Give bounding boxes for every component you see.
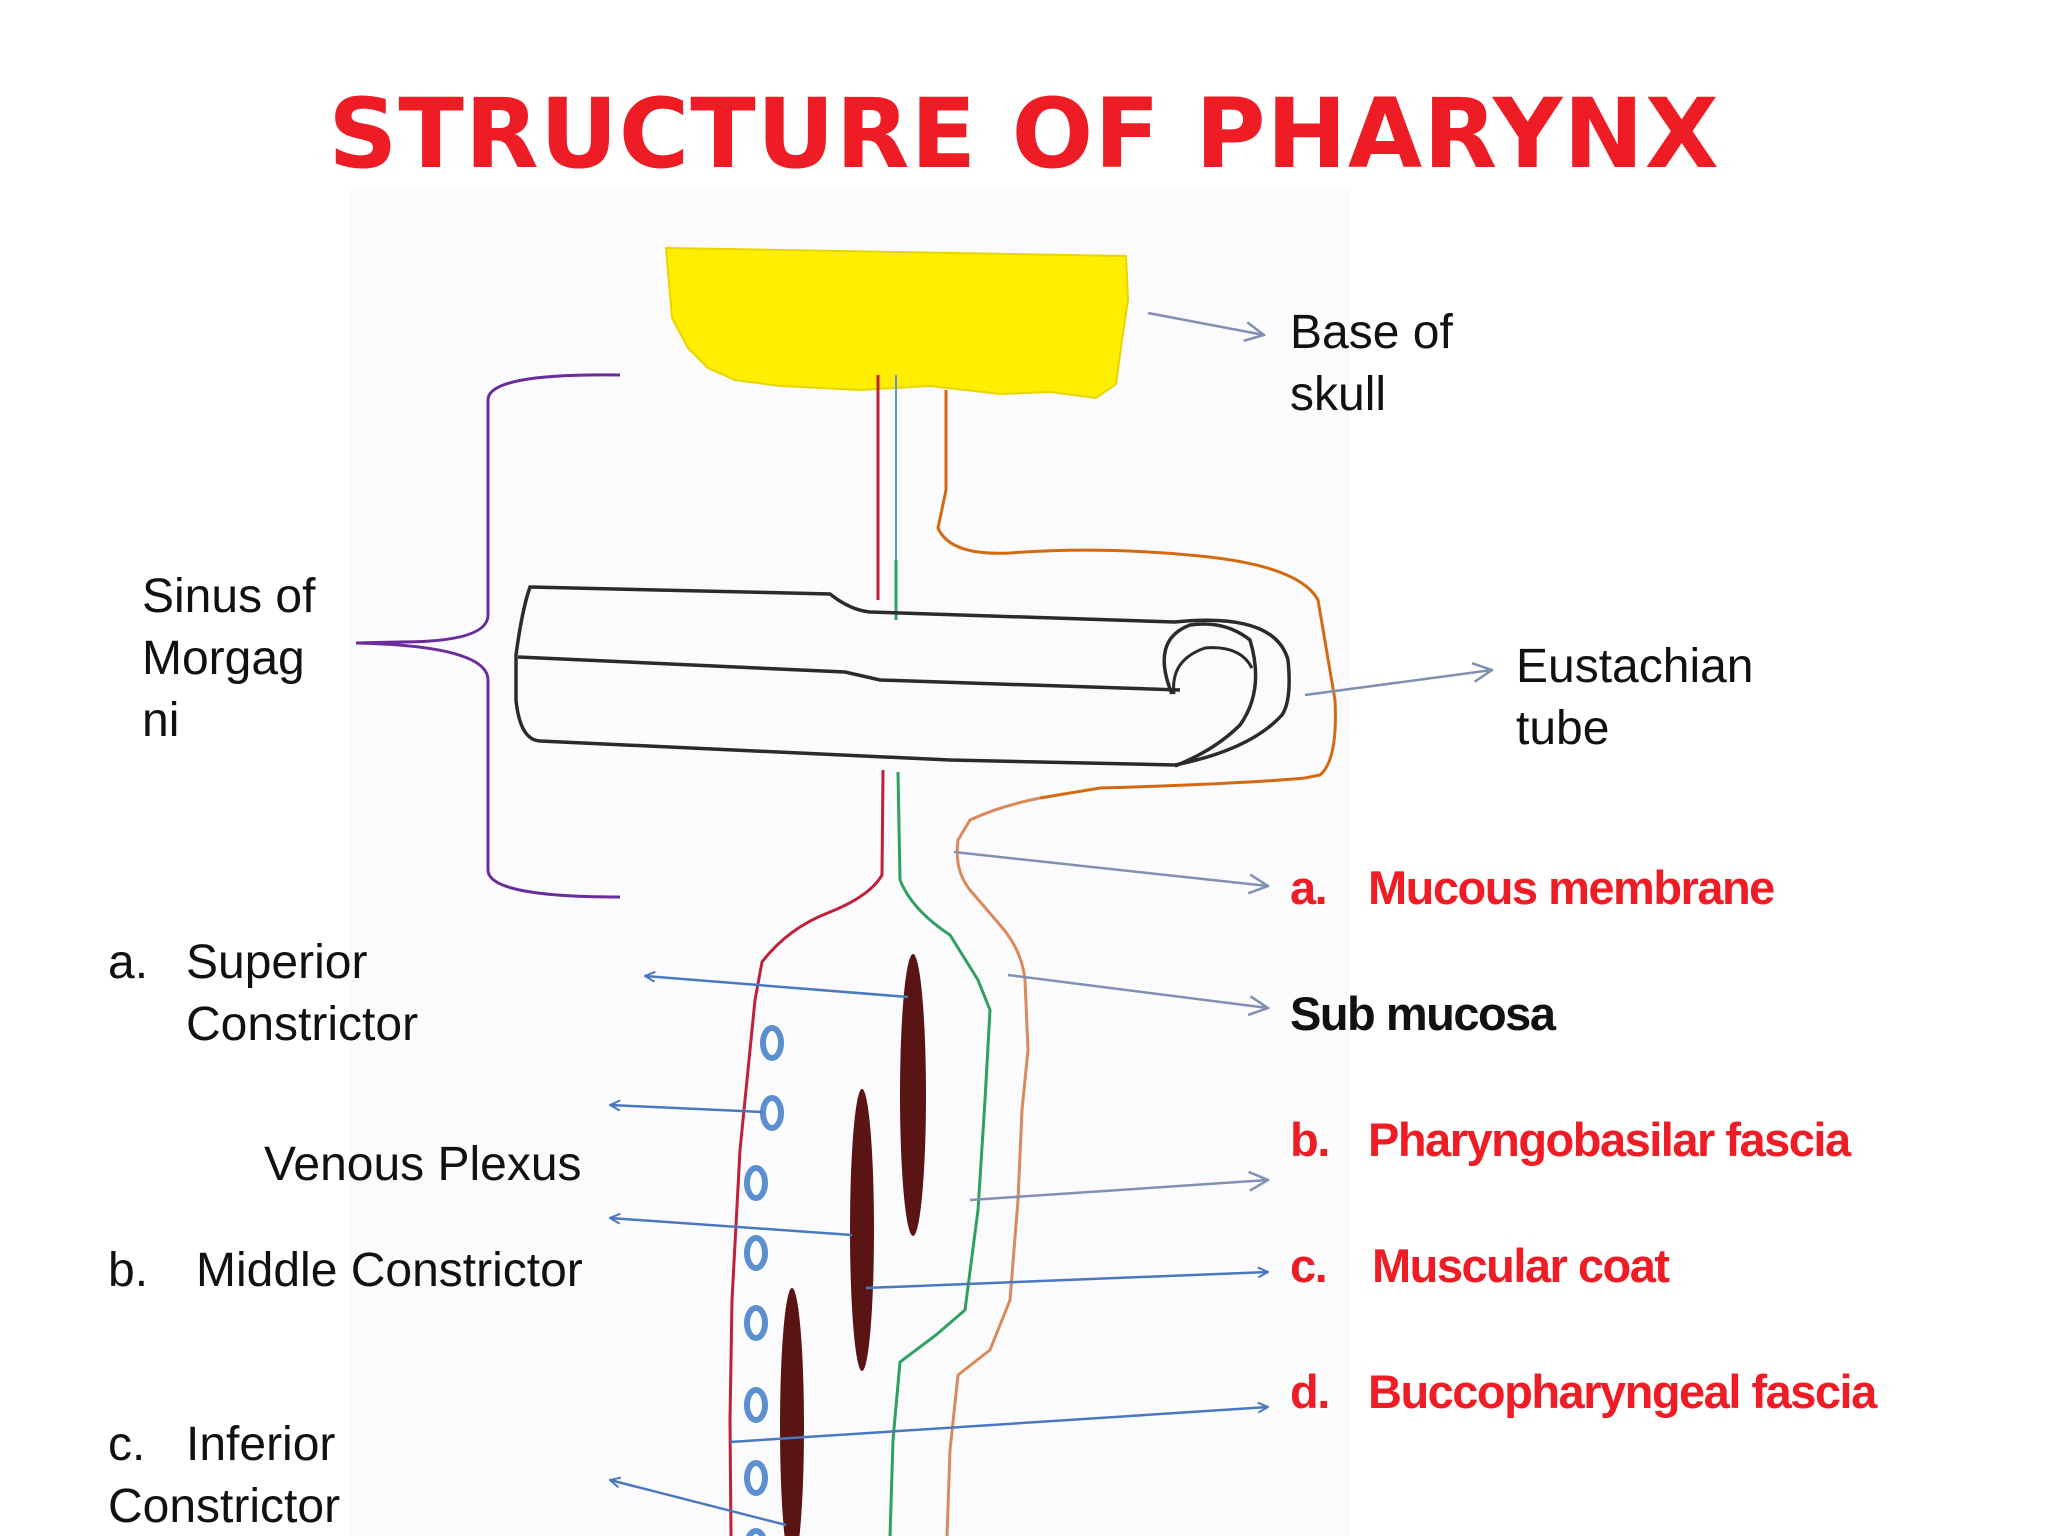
middle-constrictor-muscle bbox=[850, 1089, 874, 1371]
layer-muscular-coat: c.Muscular coat bbox=[1290, 1239, 1670, 1292]
left-arrows bbox=[610, 976, 909, 1527]
superior-constrictor-label: a.Superior Constrictor bbox=[108, 936, 419, 1051]
orange-line bbox=[936, 390, 1337, 800]
green-line-lower bbox=[888, 771, 992, 1536]
mucosa-line bbox=[945, 796, 1041, 1536]
sinus-bracket bbox=[355, 373, 621, 899]
layer-pharyngobasilar-fascia: b.Pharyngobasilar fascia bbox=[1290, 1113, 1851, 1166]
inferior-constrictor-muscle bbox=[780, 1288, 804, 1536]
page-title: STRUCTURE OF PHARYNX bbox=[328, 78, 1720, 190]
eustachian-tube-shape bbox=[514, 585, 1291, 767]
superior-constrictor-muscle bbox=[900, 954, 926, 1236]
sinus-of-morgagni-label: Sinus of Morgag ni bbox=[142, 570, 316, 747]
middle-constrictor-label: b.Middle Constrictor bbox=[108, 1244, 583, 1297]
inferior-constrictor-label: c.Inferior Constrictor bbox=[108, 1418, 341, 1533]
layer-buccopharyngeal-fascia: d.Buccopharyngeal fascia bbox=[1290, 1365, 1877, 1418]
venous-plexus-circles bbox=[744, 1025, 784, 1536]
venous-plexus-label: Venous Plexus bbox=[264, 1138, 582, 1191]
layer-sub-mucosa: Sub mucosa bbox=[1290, 987, 1556, 1040]
base-of-skull-shape bbox=[664, 246, 1130, 400]
right-arrows bbox=[953, 311, 1492, 1202]
eustachian-tube-label: Eustachian tube bbox=[1516, 640, 1754, 755]
base-of-skull-label: Base of skull bbox=[1290, 306, 1453, 421]
diagram-panel bbox=[350, 190, 1350, 1536]
layer-mucous-membrane: a.Mucous membrane bbox=[1290, 861, 1775, 914]
red-line-lower bbox=[728, 769, 885, 1536]
